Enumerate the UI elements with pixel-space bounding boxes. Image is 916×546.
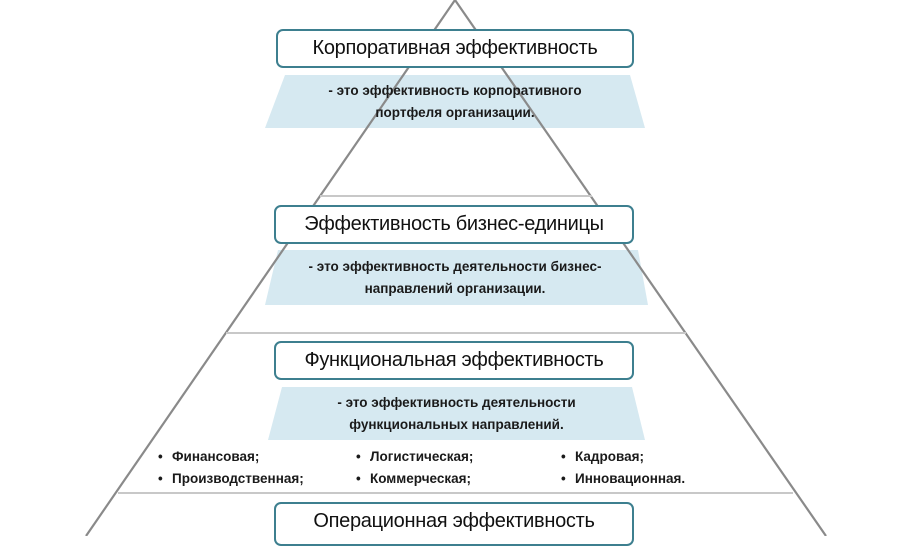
level-3-description-bg — [268, 387, 645, 440]
list-item: •Логистическая; — [356, 449, 474, 464]
level-1-description-line-2: портфеля организации. — [375, 105, 535, 120]
level-1-description-line-1: - это эффективность корпоративного — [328, 83, 582, 98]
bullet-icon: • — [158, 449, 163, 464]
list-item: •Финансовая; — [158, 449, 260, 464]
bullet-icon: • — [356, 449, 361, 464]
level-1-title-box: Корпоративная эффективность — [276, 29, 634, 68]
level-3-title-box: Функциональная эффективность — [274, 341, 634, 380]
bullet-icon: • — [561, 449, 566, 464]
level-2-description-bg — [265, 250, 648, 305]
list-item: •Инновационная. — [561, 471, 686, 486]
list-item: •Коммерческая; — [356, 471, 472, 486]
list-item: •Производственная; — [158, 471, 304, 486]
level-1-description-bg — [265, 75, 645, 128]
pyramid-left-edge — [85, 0, 456, 536]
bullet-icon: • — [561, 471, 566, 486]
level-3-description: - это эффективность деятельности функцио… — [268, 388, 645, 440]
level-1-description: - это эффективность корпоративного портф… — [265, 76, 645, 128]
level-3-description-line-2: функциональных направлений. — [349, 417, 564, 432]
level-4-title: Операционная эффективность — [313, 510, 595, 532]
level-2-description-line-2: направлений организации. — [364, 281, 546, 296]
level-3-title: Функциональная эффективность — [304, 349, 604, 371]
level-1-title: Корпоративная эффективность — [312, 37, 598, 59]
level-4-title-box: Операционная эффективность — [274, 502, 634, 546]
list-item: •Кадровая; — [561, 449, 644, 464]
bullet-icon: • — [356, 471, 361, 486]
level-2-description: - это эффективность деятельности бизнес-… — [265, 251, 645, 305]
level-2-title: Эффективность бизнес-единицы — [304, 213, 604, 235]
level-2-title-box: Эффективность бизнес-единицы — [274, 205, 634, 244]
level-2-description-line-1: - это эффективность деятельности бизнес- — [308, 259, 602, 274]
bullet-icon: • — [158, 471, 163, 486]
level-3-description-line-1: - это эффективность деятельности — [337, 395, 576, 410]
pyramid-right-edge — [454, 0, 827, 536]
